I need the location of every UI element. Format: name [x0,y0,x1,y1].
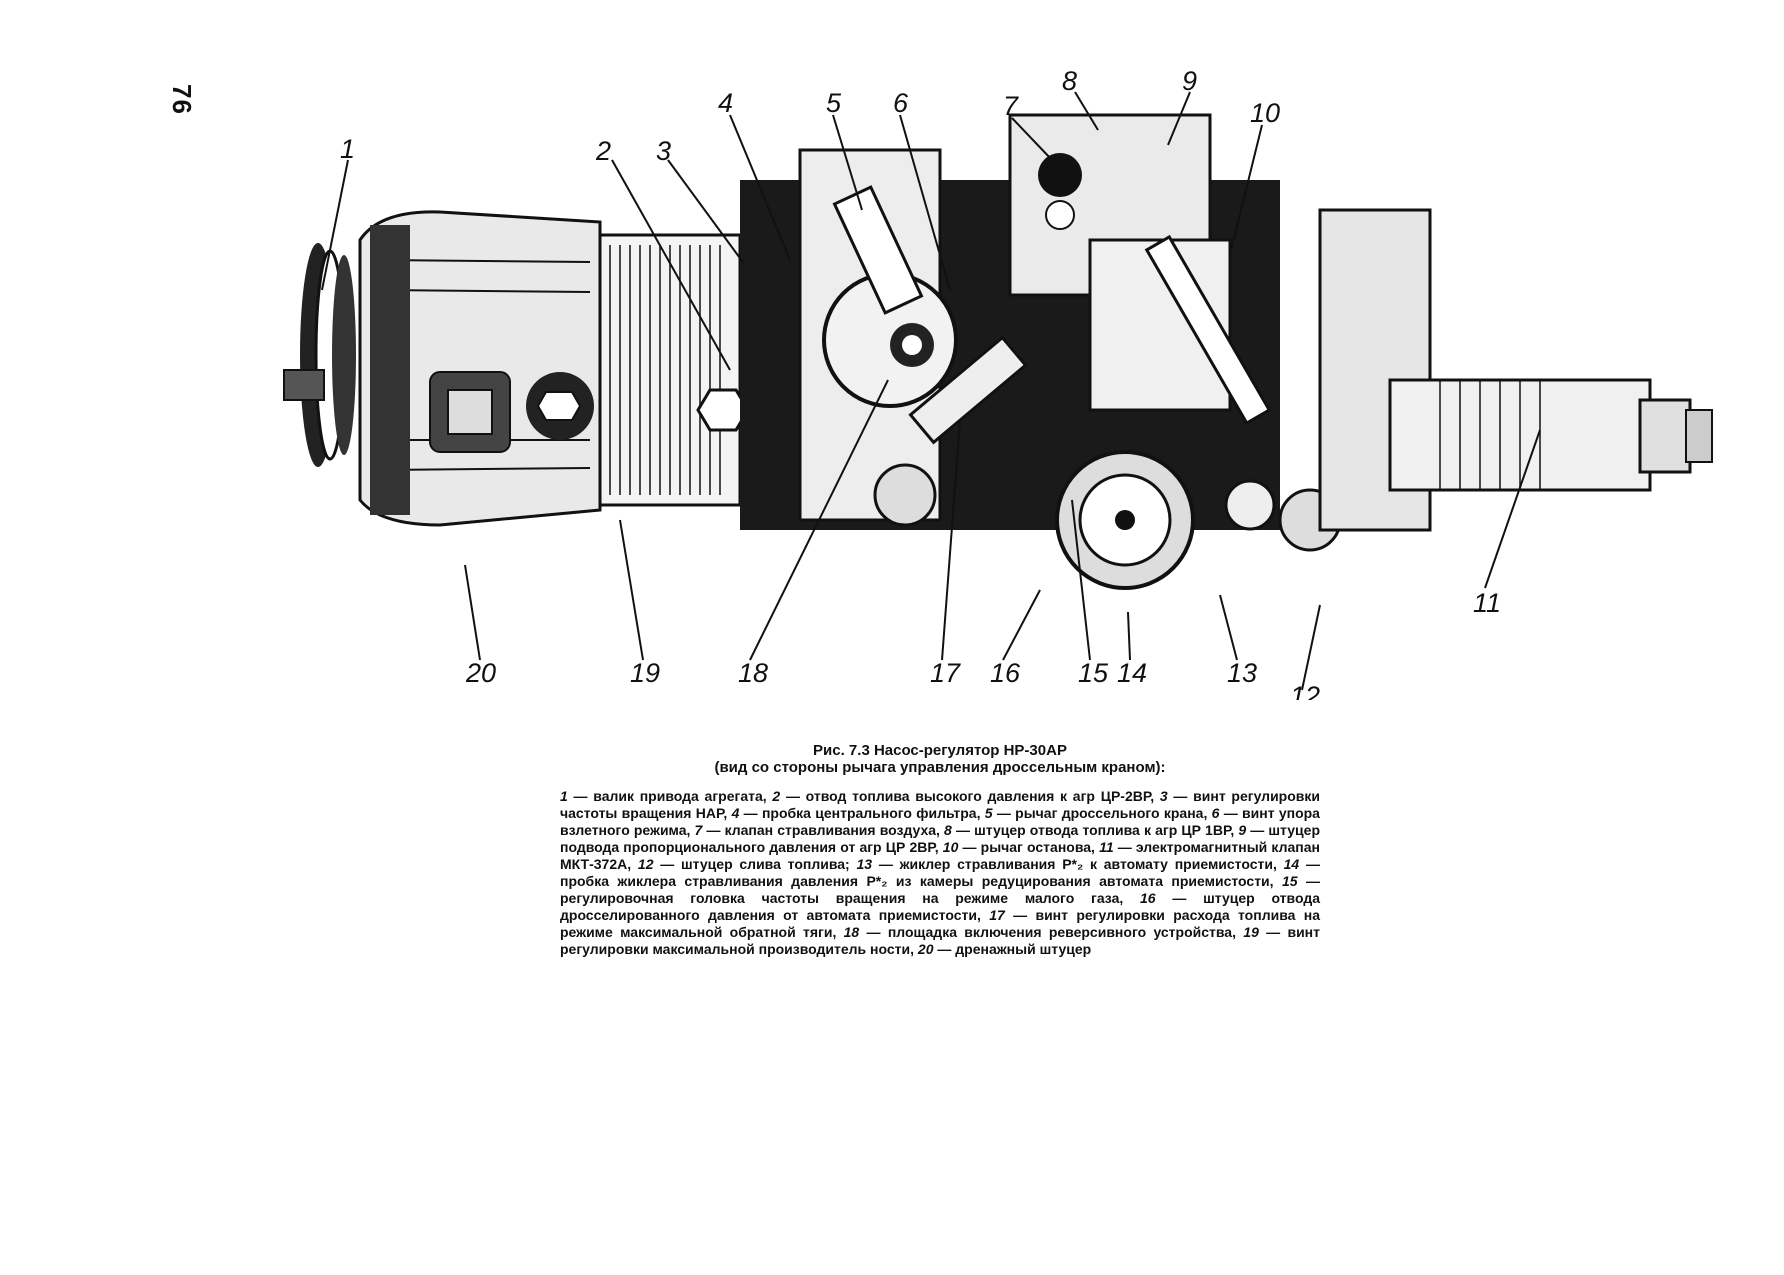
legend-item-number: 6 [1211,805,1220,821]
callout-1: 1 [340,134,355,164]
legend-item-number: 16 [1140,890,1156,906]
legend-item-number: 3 [1159,788,1168,804]
legend-item: 3 — винт регулировки частоты вращения НА… [560,788,1320,821]
legend-item: 13 — жиклер стравливания P*₂ к автомату … [856,856,1283,872]
callout-13: 13 [1227,658,1257,688]
legend-item: 15 — регулировочная головка частоты вращ… [560,873,1320,906]
legend-item: 17 — винт регулировки расхода топлива на… [560,907,1320,940]
callout-20: 20 [465,658,496,688]
callout-15: 15 [1078,658,1109,688]
caption-title: Рис. 7.3 Насос-регулятор НР-30АР [813,742,1067,759]
legend-item: 9 — штуцер подвода пропорционального дав… [560,822,1320,855]
legend-item-text: — винт упора взлетного режима, [560,805,1320,838]
callout-7: 7 [1003,91,1019,121]
pump-regulator-illustration: 1 2 3 4 5 6 7 8 9 10 11 12 13 14 15 16 1… [283,66,1713,700]
legend-item: 7 — клапан стравливания воздуха, [695,822,945,838]
callout-11: 11 [1473,588,1501,618]
legend-item: 20 — дренажный штуцер [918,941,1091,957]
callout-2: 2 [595,136,611,166]
legend-item: 2 — отвод топлива высокого давления к аг… [772,788,1159,804]
legend-item-text: — винт регулировки частоты вращения НАР, [560,788,1321,821]
legend-item: 19 — винт регулировки максимальной произ… [560,924,1320,957]
legend-item-number: 19 [1243,924,1259,940]
legend-item-number: 9 [1238,822,1247,838]
left-housing-drawing [358,210,750,527]
legend-item-text: — штуцер отвода топлива к агр ЦР 1ВР, [951,822,1239,838]
central-body-drawing [740,113,1432,590]
callout-4: 4 [718,88,733,118]
callout-14: 14 [1117,658,1147,688]
legend-item-number: 12 [637,856,654,872]
legend-item: 16 — штуцер отвода дросселированного дав… [560,890,1320,923]
callout-16: 16 [990,658,1021,688]
legend-item-text: — винт регулировки расхода топлива на ре… [560,907,1320,940]
legend-item-text: — рычаг дроссельного крана, [992,805,1212,821]
callout-17: 17 [930,658,961,688]
legend-item: 1 — валик привода агрегата, [560,788,772,804]
legend-item: 4 — пробка центрального фильтра, [732,805,985,821]
legend-item-number: 1 [560,788,568,804]
legend-item: 8 — штуцер отвода топлива к агр ЦР 1ВР, [944,822,1238,838]
legend-item-number: 14 [1283,856,1300,872]
legend-item-text: — пробка центрального фильтра, [739,805,985,821]
callout-10: 10 [1250,98,1280,128]
solenoid-shaft-drawing [1388,378,1713,492]
caption-subtitle: (вид со стороны рычага управления дроссе… [714,759,1166,776]
legend-item-number: 18 [843,924,860,940]
legend-item-text: — пробка жиклера стравливания давления P… [560,856,1320,889]
legend-item: 14 — пробка жиклера стравливания давлени… [560,856,1320,889]
legend-item: 6 — винт упора взлетного режима, [560,805,1320,838]
callout-19: 19 [630,658,660,688]
legend-item-number: 10 [942,839,959,855]
legend-item: 18 — площадка включения реверсивного уст… [844,924,1244,940]
legend-item-text: — клапан стравливания воздуха, [702,822,945,838]
callout-5: 5 [826,88,842,118]
legend-item: 12 — штуцер слива топлива; [638,856,857,872]
drive-pulley-drawing [283,243,356,467]
legend-item: 11 — электромагнитный клапан МКТ-372А, [560,839,1320,872]
legend-item-text: — дренажный штуцер [933,941,1092,957]
legend-item-text: — отвод топлива высокого давления к агр … [780,788,1160,804]
legend-item-text: — площадка включения реверсивного устрой… [859,924,1244,940]
callout-6: 6 [893,88,909,118]
legend-item: 10 — рычаг останова, [943,839,1099,855]
legend-item-number: 15 [1282,873,1298,889]
leader-lines [321,91,1541,691]
legend-item-text: — штуцер отвода дросселированного давлен… [560,890,1320,923]
legend-item-number: 20 [917,941,934,957]
legend-item-text: — винт регулировки максимальной производ… [560,924,1320,957]
callout-3: 3 [656,136,671,166]
legend-item-text: — жиклер стравливания P*₂ к автомату при… [872,856,1284,872]
legend-item-text: — электромагнитный клапан МКТ-372А, [560,839,1320,872]
legend-item-number: 7 [694,822,703,838]
legend-item: 5 — рычаг дроссельного крана, [985,805,1212,821]
callout-8: 8 [1062,66,1077,96]
legend-item-number: 17 [989,907,1005,923]
legend-item-text: — штуцер слива топлива; [653,856,857,872]
legend-item-text: — регулировочная головка частоты вращени… [560,873,1321,906]
figure-caption: Рис. 7.3 Насос-регулятор НР-30АР (вид со… [560,742,1320,958]
legend-item-number: 13 [856,856,873,872]
legend-item-number: 8 [944,822,952,838]
legend-item-text: — штуцер подвода пропорционального давле… [560,822,1320,855]
legend-item-number: 2 [772,788,781,804]
legend-item-text: — рычаг останова, [958,839,1100,855]
legend-item-number: 5 [984,805,993,821]
callout-12: 12 [1290,681,1320,700]
figure-legend: 1 — валик привода агрегата, 2 — отвод то… [560,788,1320,958]
callout-9: 9 [1182,66,1197,96]
legend-item-text: — валик привода агрегата, [567,788,773,804]
legend-item-number: 11 [1099,839,1114,855]
legend-item-number: 4 [731,805,740,821]
callout-18: 18 [738,658,768,688]
